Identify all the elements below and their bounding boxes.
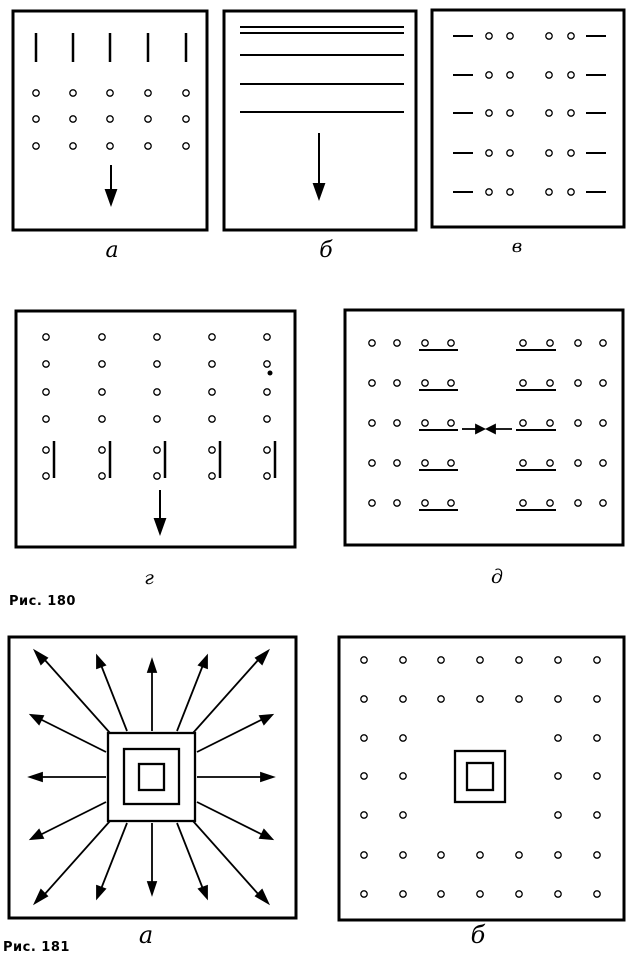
horizontal-plates (240, 26, 404, 113)
direction-arrow (104, 165, 118, 207)
direction-arrow (312, 133, 326, 201)
panel-frame (343, 308, 625, 547)
fig180-label-g: г (144, 567, 154, 589)
fig180-label-a: а (105, 238, 119, 263)
nested-squares (106, 731, 197, 823)
fig181-caption: Рис. 181 (3, 940, 70, 955)
panel-frame (430, 8, 626, 229)
panel-frame (14, 309, 297, 549)
panel-frame (337, 635, 626, 922)
filled-particle (267, 370, 273, 376)
inner-squares (453, 749, 507, 804)
panel-frame (11, 9, 209, 232)
fig180-label-b: б (319, 238, 333, 263)
direction-arrow (153, 490, 167, 536)
particle-grid (42, 333, 271, 480)
vertical-conductors (34, 33, 188, 62)
converging-arrows (462, 423, 512, 435)
radial-arrows (27, 648, 276, 906)
fig180-label-v: в (511, 236, 523, 257)
particle-grid (368, 339, 607, 507)
particle-grid (360, 656, 601, 898)
panel-frame (222, 9, 418, 232)
horizontal-dashes (453, 35, 606, 193)
fig180-caption: Рис. 180 (9, 594, 76, 609)
underline-plates (419, 349, 556, 511)
particle-grid (485, 32, 575, 196)
panel-frame (7, 635, 298, 920)
particle-grid (32, 89, 190, 150)
vertical-conductors (52, 441, 277, 478)
fig180-label-d: д (490, 566, 504, 588)
fig181-label-a: а (138, 921, 154, 949)
fig181-label-b: б (470, 921, 486, 949)
